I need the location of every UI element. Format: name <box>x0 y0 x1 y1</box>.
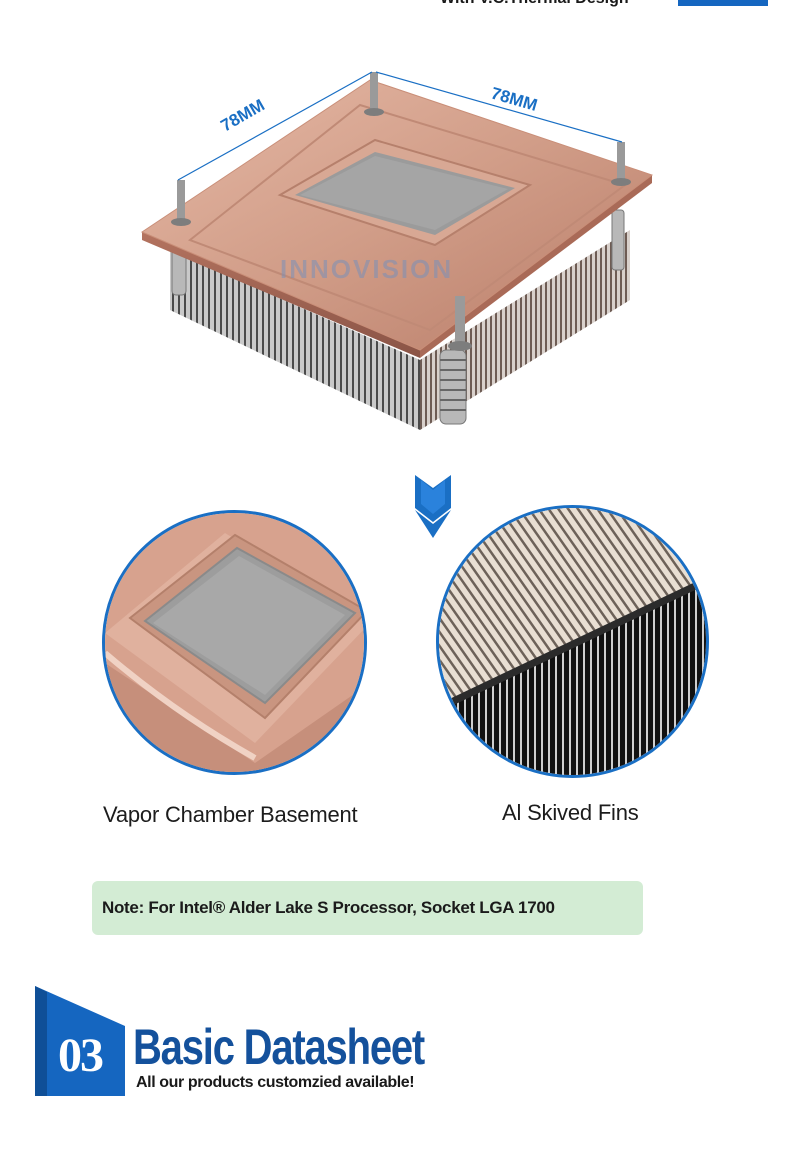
brand-watermark: INNOVISION <box>280 254 453 284</box>
down-arrow-icon <box>410 470 456 540</box>
heatsink-product-image: 78MM 78MM INNOVISION <box>130 60 670 440</box>
processor-note-banner: Note: For Intel® Alder Lake S Processor,… <box>92 881 643 935</box>
dimension-label-left: 78MM <box>218 95 268 135</box>
vapor-chamber-closeup <box>102 510 367 775</box>
skived-fins-caption: Al Skived Fins <box>502 800 639 825</box>
top-section-title: With V.C.Thermal Design <box>440 0 675 8</box>
dimension-label-right: 78MM <box>489 84 540 115</box>
vapor-chamber-caption: Vapor Chamber Basement <box>103 802 358 827</box>
skived-fins-closeup <box>436 505 709 778</box>
section-number-badge <box>35 986 125 1096</box>
section-subtitle: All our products customzied available! <box>136 1074 415 1091</box>
top-accent-bar <box>678 0 768 6</box>
section-number: 03 <box>58 1029 104 1082</box>
section-title: Basic Datasheet <box>133 1019 425 1075</box>
processor-note-text: Note: For Intel® Alder Lake S Processor,… <box>102 898 555 917</box>
